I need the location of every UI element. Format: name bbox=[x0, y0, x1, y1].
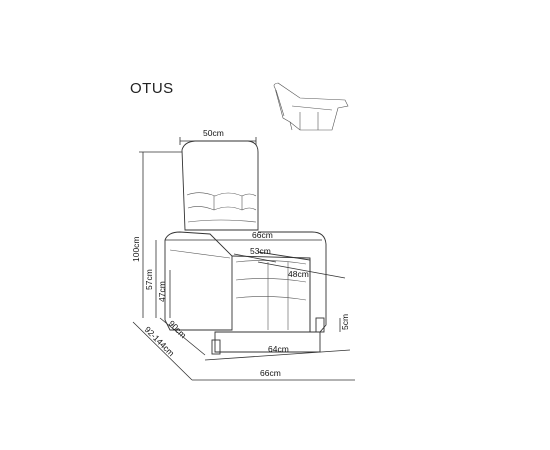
product-title: OTUS bbox=[130, 80, 174, 97]
dim-seat-width: 48cm bbox=[288, 269, 309, 279]
reclined-thumbnail bbox=[273, 82, 349, 131]
dim-arm-height: 57cm bbox=[144, 269, 154, 290]
dim-base-width: 64cm bbox=[268, 344, 289, 354]
dimension-lines bbox=[132, 137, 355, 381]
dim-backrest-width: 50cm bbox=[203, 128, 224, 138]
dim-seat-width-arms: 66cm bbox=[252, 230, 273, 240]
dim-seat-depth: 53cm bbox=[250, 246, 271, 256]
dim-foot-height: 5cm bbox=[340, 314, 350, 330]
dim-total-height: 100cm bbox=[131, 236, 141, 262]
dim-seat-height: 47cm bbox=[157, 281, 167, 302]
recliner-drawing bbox=[164, 140, 327, 355]
dim-total-width: 66cm bbox=[260, 368, 281, 378]
